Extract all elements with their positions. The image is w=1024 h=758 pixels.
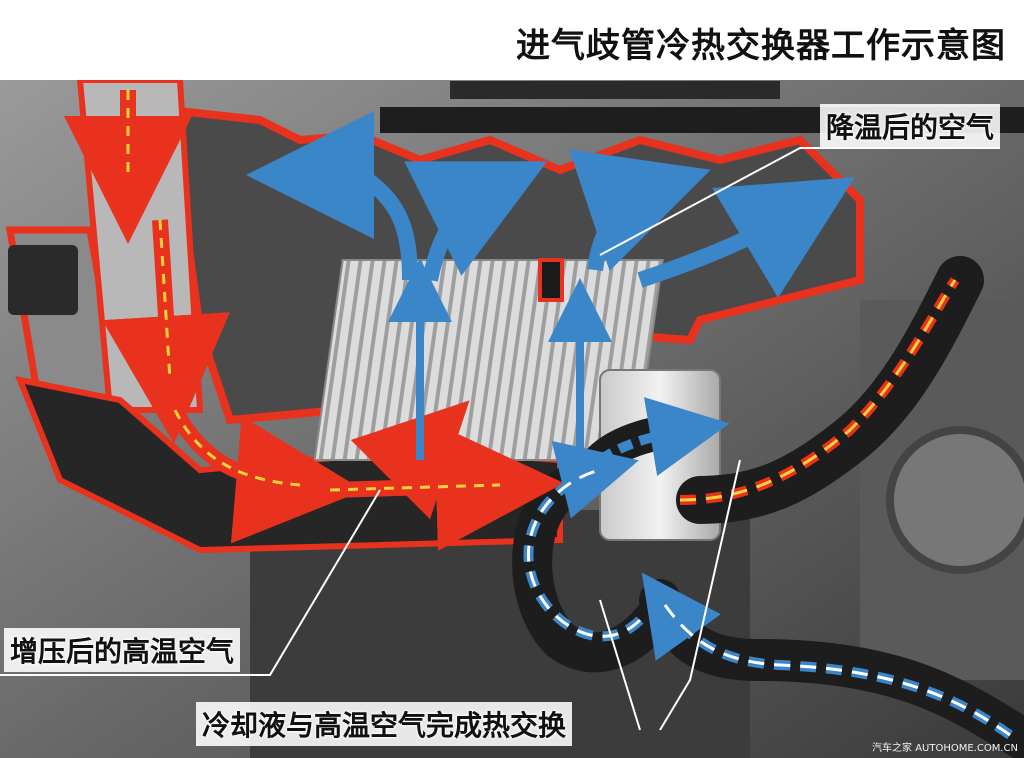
leader-coolant-2 [599, 599, 641, 731]
title-bar: 进气歧管冷热交换器工作示意图 [0, 0, 1024, 80]
coolant-hose-right [676, 256, 984, 524]
coolant-flow-bottom-dashes [663, 604, 1011, 737]
pulley [886, 426, 1024, 574]
watermark: 汽车之家 AUTOHOME.COM.CN [872, 743, 1018, 754]
coolant-flow-left-dashes [527, 468, 642, 638]
hot-coolant-return-highlight [679, 279, 957, 502]
label-hot-boosted-air: 增压后的高温空气 [4, 628, 241, 672]
hot-air-arrow-5 [350, 400, 470, 520]
hot-air-flow [64, 90, 960, 551]
coolant-flow-top [597, 397, 730, 477]
cool-air-arrow-4 [637, 177, 855, 298]
diagram-title: 进气歧管冷热交换器工作示意图 [516, 26, 1006, 66]
actuator [8, 245, 78, 315]
cool-air-arrow-3 [569, 149, 711, 272]
label-coolant-exchange: 冷却液与高温空气完成热交换 [196, 702, 573, 746]
leader-hot-air [0, 489, 381, 676]
label-cooled-air: 降温后的空气 [819, 104, 1000, 148]
divider-bar [538, 258, 564, 302]
leader-coolant-1 [659, 459, 741, 731]
hot-air-dashes [126, 90, 501, 492]
cool-air-flow [246, 111, 1013, 740]
leader-cooled-air [599, 147, 1000, 256]
